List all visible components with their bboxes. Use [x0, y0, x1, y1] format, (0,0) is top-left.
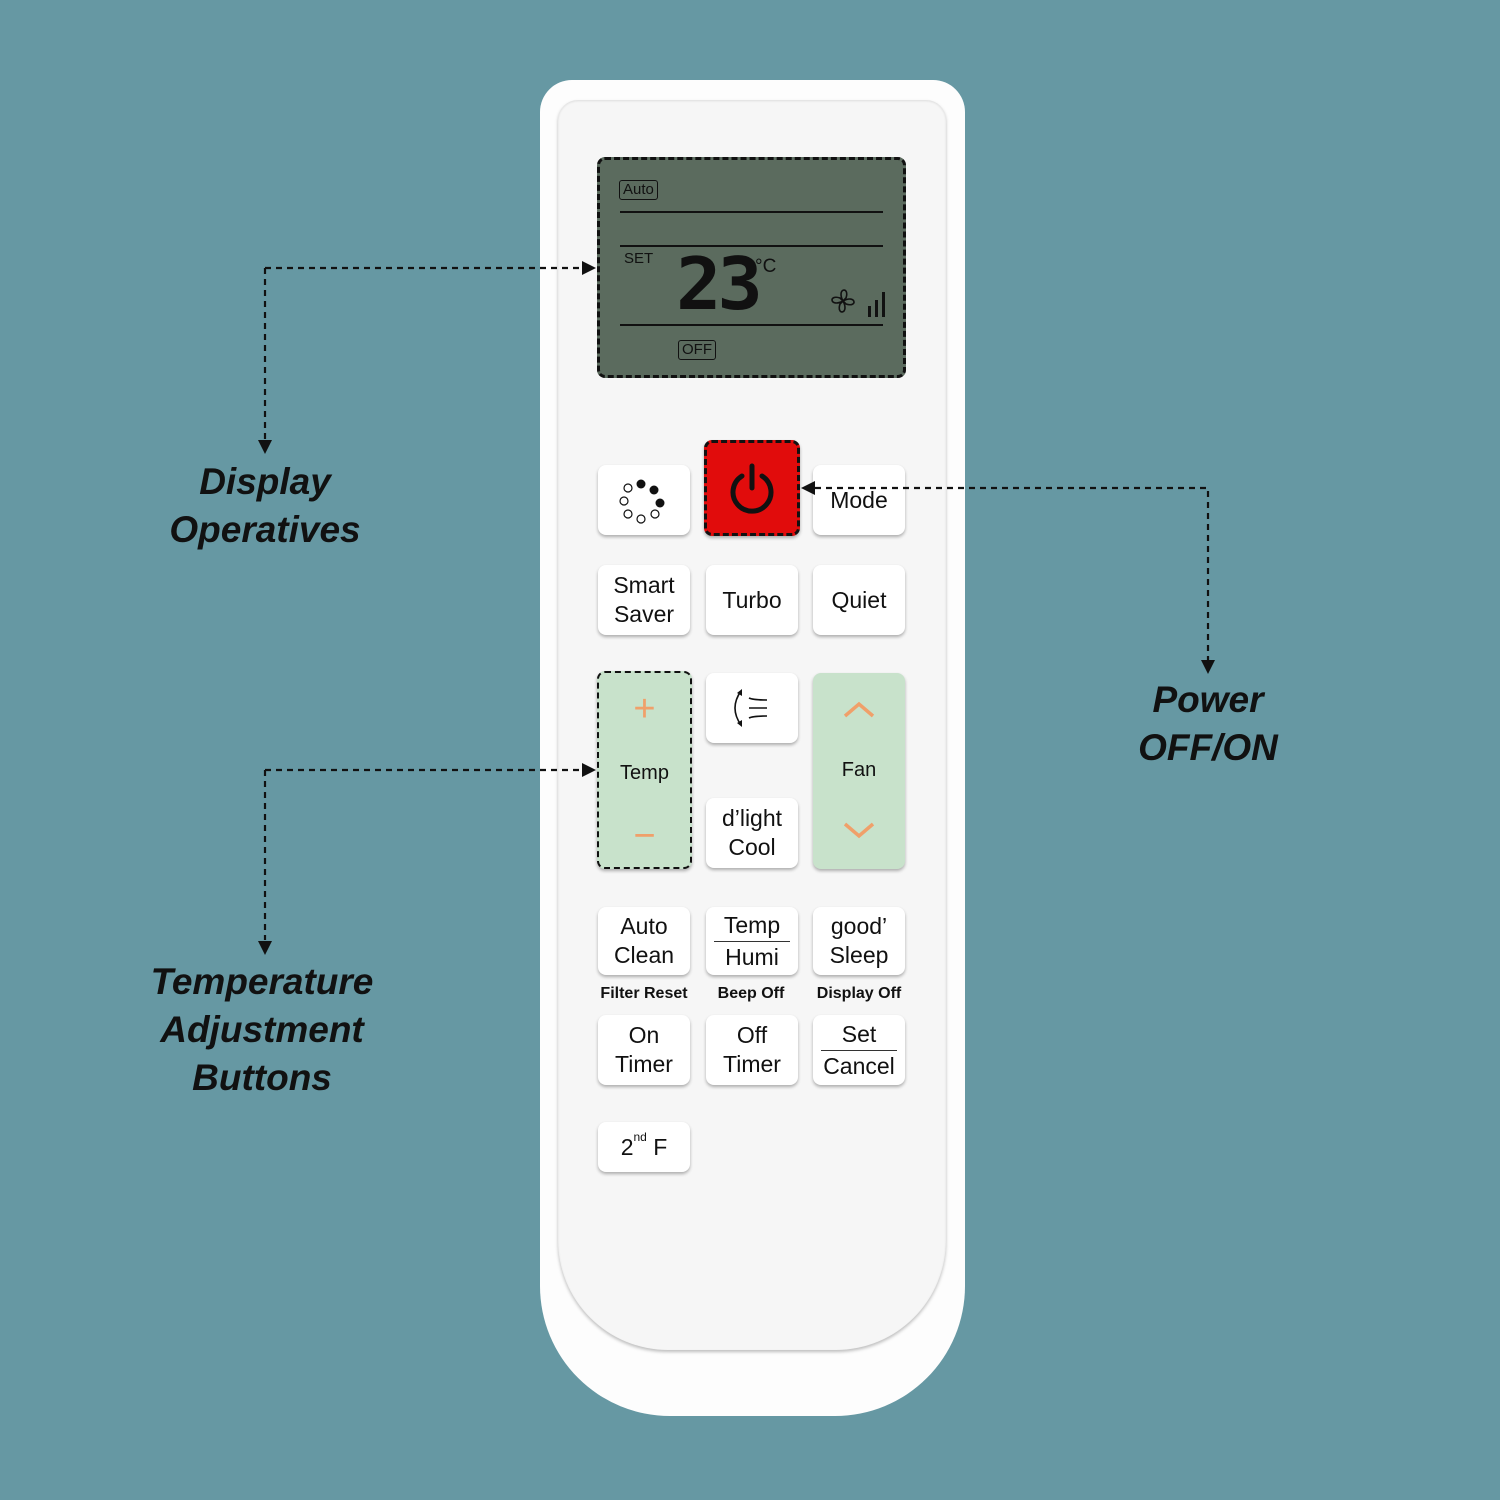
label: Smart: [613, 572, 675, 598]
label: Buttons: [192, 1057, 332, 1098]
lcd-unit: °C: [755, 256, 777, 277]
fan-down-button[interactable]: [842, 821, 876, 839]
label: F: [646, 1133, 668, 1160]
label: Cancel: [823, 1052, 895, 1079]
label: Auto: [620, 913, 668, 939]
power-icon: [730, 463, 774, 514]
label: Display: [199, 461, 331, 502]
display-mode-button[interactable]: [598, 465, 690, 535]
label: Clean: [613, 942, 675, 968]
fan-up-button[interactable]: [842, 701, 876, 719]
power-button[interactable]: [704, 440, 800, 536]
label: Turbo: [722, 586, 782, 613]
label: Timer: [615, 1051, 673, 1077]
label: Adjustment: [160, 1009, 364, 1050]
label: good’: [830, 913, 888, 939]
swing-airflow-icon: [734, 689, 768, 727]
lcd-mode: Auto: [619, 180, 658, 200]
label: Sleep: [829, 942, 889, 968]
fan-rocker[interactable]: Fan: [813, 673, 905, 869]
divider: [821, 1049, 897, 1051]
label: Humi: [725, 943, 779, 970]
display-off-label: Display Off: [816, 985, 902, 1002]
beep-off-label: Beep Off: [717, 985, 785, 1002]
quiet-button[interactable]: Quiet: [813, 565, 905, 635]
temperature-annotation: Temperature Adjustment Buttons: [92, 958, 432, 1102]
label: Timer: [723, 1051, 781, 1077]
fan-label: Fan: [841, 758, 877, 781]
temp-down-button[interactable]: −: [633, 815, 656, 857]
mode-button[interactable]: Mode: [813, 465, 905, 535]
label: Off: [736, 1022, 768, 1048]
divider: [714, 940, 790, 942]
swing-button[interactable]: [706, 673, 798, 743]
label: 2: [620, 1133, 634, 1160]
lcd-display: Auto SET 23 °C OFF: [597, 157, 906, 378]
temp-rocker[interactable]: + Temp −: [597, 671, 692, 869]
label: OFF/ON: [1138, 727, 1278, 768]
loading-dots-icon: [619, 479, 665, 524]
display-operatives-annotation: Display Operatives: [95, 458, 435, 554]
lcd-timer-off: OFF: [678, 340, 716, 360]
lcd-temperature: 23: [676, 242, 763, 326]
good-sleep-button[interactable]: good’ Sleep: [813, 907, 905, 975]
filter-reset-label: Filter Reset: [600, 985, 688, 1002]
display-leader-line: [263, 266, 584, 442]
label: Temp: [723, 911, 781, 938]
lcd-set-label: SET: [624, 250, 654, 267]
fan-speed-icon: [831, 289, 885, 317]
label: Cool: [728, 834, 776, 860]
label: Set: [841, 1020, 877, 1047]
temp-leader-line: [263, 768, 584, 940]
label: Power: [1152, 679, 1264, 720]
power-leader-line: [815, 486, 1210, 662]
label: Operatives: [169, 509, 361, 550]
power-annotation: Power OFF/ON: [1038, 676, 1378, 772]
label: d’light: [721, 805, 783, 831]
label-sup: nd: [633, 1130, 647, 1144]
temp-label: Temp: [620, 761, 669, 784]
label: On: [628, 1022, 660, 1048]
mode-label: Mode: [830, 486, 888, 513]
temp-up-button[interactable]: +: [633, 688, 656, 730]
label: Temperature: [150, 961, 374, 1002]
label: Saver: [613, 601, 675, 627]
turbo-button[interactable]: Turbo: [706, 565, 798, 635]
label: Quiet: [831, 586, 887, 613]
